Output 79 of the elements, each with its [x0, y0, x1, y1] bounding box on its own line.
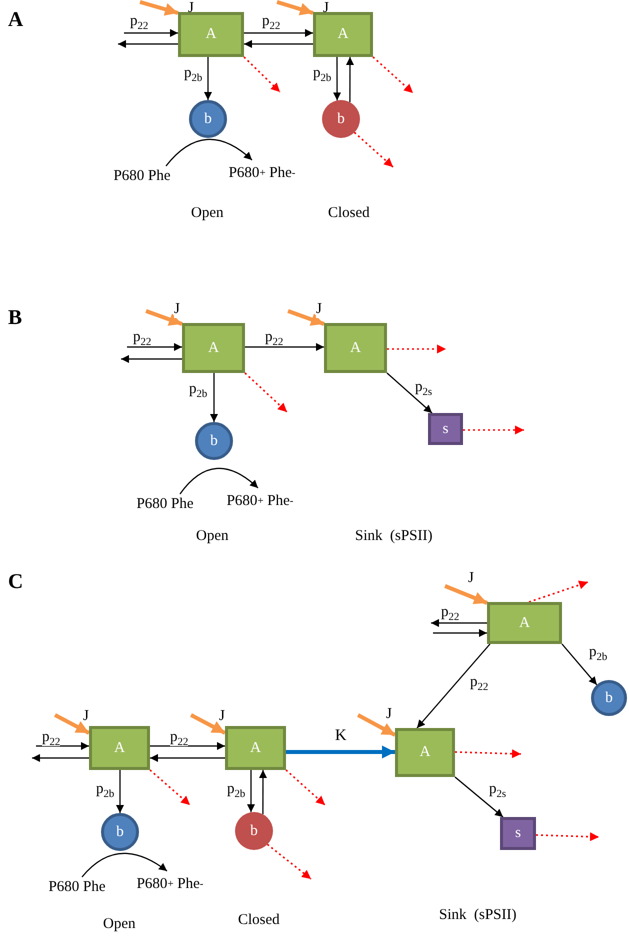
state-box: A [89, 726, 150, 770]
panel-letter: A [8, 8, 24, 32]
thick-arrow [444, 584, 488, 605]
arrow [118, 40, 178, 48]
arrow [204, 57, 212, 100]
arrow [247, 770, 255, 812]
arrow [127, 343, 182, 351]
thick-arrow [54, 713, 90, 735]
state-box: A [178, 12, 244, 57]
state-text: P680 Phe [44, 877, 110, 897]
thick-arrow [145, 309, 183, 326]
arrow [36, 742, 89, 750]
curved-arrow [166, 138, 252, 166]
arrow [258, 770, 267, 814]
arrow [431, 619, 487, 627]
dotted-arrow [244, 372, 288, 413]
curved-arrow [82, 852, 168, 878]
panel-letter: B [8, 306, 22, 330]
arrow [150, 754, 225, 762]
thick-arrow [276, 0, 314, 16]
arrow [32, 754, 89, 762]
thick-arrow [190, 713, 226, 735]
state-text: P680 Phe [110, 166, 174, 186]
sink-box: s [500, 817, 536, 850]
state-caption: Open [191, 205, 224, 222]
arrow [245, 343, 324, 351]
edge-label: J [316, 301, 322, 318]
arrow [333, 57, 342, 100]
panel-letter: C [8, 570, 24, 594]
state-caption: Closed [328, 205, 370, 222]
arrow [386, 372, 432, 414]
thick-arrow [287, 309, 325, 326]
state-box: A [182, 323, 245, 373]
arrow [244, 29, 313, 37]
state-caption: Open [103, 916, 136, 932]
edge-label: J [174, 301, 180, 318]
dotted-arrow [454, 749, 522, 758]
thick-arrow [139, 0, 179, 16]
state-caption: Open [196, 528, 228, 544]
arrow [150, 742, 225, 750]
arrow [562, 644, 598, 686]
arrow [433, 629, 487, 637]
state-box: A [487, 602, 562, 644]
pigment-circle: b [322, 100, 360, 138]
state-caption: Sink (sPSII) [439, 907, 517, 924]
dotted-arrow [528, 580, 588, 603]
arrow [416, 644, 490, 728]
state-box: A [313, 12, 373, 57]
dotted-arrow [243, 56, 281, 93]
dotted-arrow [372, 56, 414, 94]
state-caption: Closed [238, 912, 280, 928]
state-box: A [225, 726, 286, 770]
dotted-arrow [354, 132, 394, 168]
arrow [244, 40, 313, 48]
pigment-circle: b [189, 100, 227, 138]
thick-arrow [286, 746, 395, 758]
state-box: A [324, 323, 387, 373]
arrow [210, 373, 218, 422]
curved-arrow [180, 468, 258, 494]
thick-arrow [357, 713, 396, 737]
state-text: P680 Phe [132, 494, 198, 514]
state-caption: Sink (sPSII) [355, 528, 433, 544]
arrow [124, 29, 178, 37]
pigment-circle: b [235, 812, 273, 850]
pigment-circle: b [101, 813, 139, 851]
dotted-arrow [536, 832, 600, 842]
dotted-arrow [285, 769, 326, 806]
arrow [346, 57, 354, 102]
arrow [116, 770, 124, 813]
arrow [121, 355, 182, 363]
dotted-arrow [463, 426, 524, 434]
dotted-arrow [266, 844, 312, 880]
pigment-circle: b [195, 422, 233, 460]
state-box: A [395, 728, 455, 777]
pigment-circle: b [591, 680, 627, 716]
dotted-arrow [387, 344, 446, 354]
dotted-arrow [149, 769, 191, 806]
arrow [454, 776, 504, 818]
sink-box: s [428, 413, 463, 445]
